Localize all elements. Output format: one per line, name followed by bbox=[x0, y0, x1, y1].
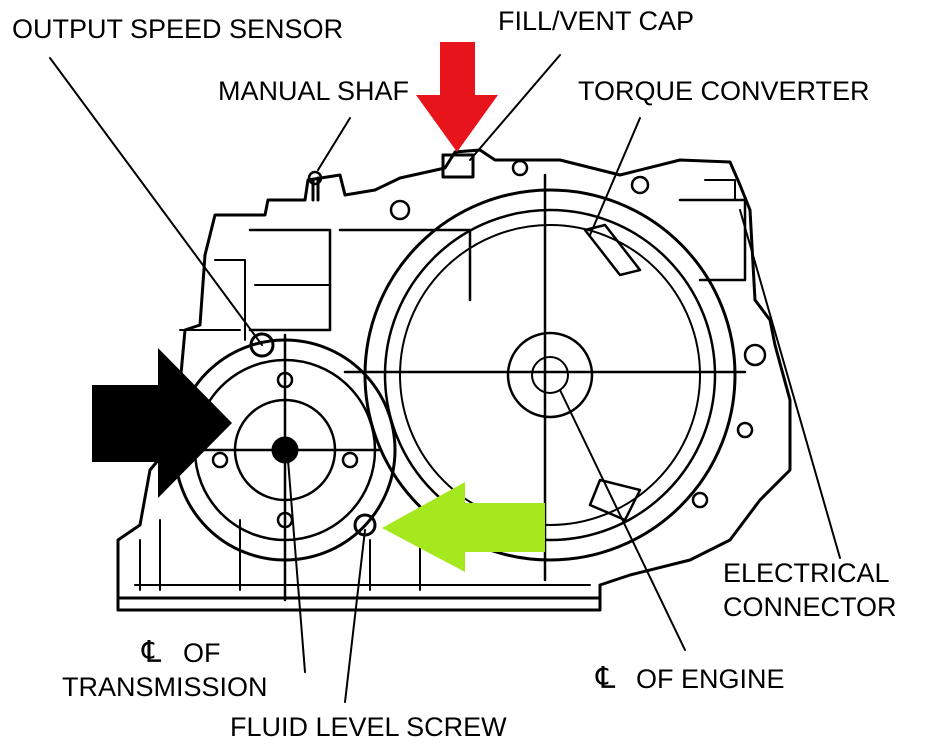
leader-fluid-level-screw bbox=[344, 529, 366, 703]
torque-converter-hub bbox=[506, 331, 594, 419]
label-manual-shaft: MANUAL SHAF bbox=[218, 76, 410, 106]
leader-fill-vent-cap bbox=[469, 54, 561, 161]
label-electrical-connector-line1: ELECTRICAL bbox=[723, 558, 890, 588]
torque-converter-outer bbox=[363, 188, 737, 562]
leader-electrical-connector bbox=[739, 209, 841, 559]
label-fill-vent-cap: FILL/VENT CAP bbox=[498, 6, 695, 36]
label-electrical-connector-line2: CONNECTOR bbox=[723, 592, 897, 622]
leader-torque-converter bbox=[589, 117, 641, 236]
label-output-speed-sensor: OUTPUT SPEED SENSOR bbox=[12, 14, 344, 44]
label-cl-engine: OF ENGINE bbox=[636, 664, 785, 694]
leader-cl-transmission bbox=[287, 459, 306, 673]
leader-output-speed-sensor bbox=[49, 57, 263, 346]
oil-pan bbox=[116, 596, 602, 612]
centerline-symbol-transmission: ℄ bbox=[142, 636, 162, 669]
manual-shaft bbox=[311, 176, 320, 202]
output-speed-sensor-body bbox=[249, 332, 275, 358]
transmission-housing bbox=[116, 148, 792, 600]
centerline-symbol-engine: ℄ bbox=[596, 662, 616, 695]
red-arrow-down bbox=[416, 42, 498, 152]
label-fluid-level-screw: FLUID LEVEL SCREW bbox=[230, 712, 507, 742]
leader-manual-shaft bbox=[317, 117, 351, 171]
leader-cl-engine bbox=[559, 389, 686, 651]
green-arrow-left bbox=[382, 482, 545, 572]
black-arrow-right bbox=[92, 348, 232, 498]
label-torque-converter: TORQUE CONVERTER bbox=[578, 76, 870, 106]
label-cl-transmission-line1: OF bbox=[183, 638, 221, 668]
fill-vent-cap bbox=[441, 153, 475, 179]
label-cl-transmission-line2: TRANSMISSION bbox=[62, 672, 268, 702]
